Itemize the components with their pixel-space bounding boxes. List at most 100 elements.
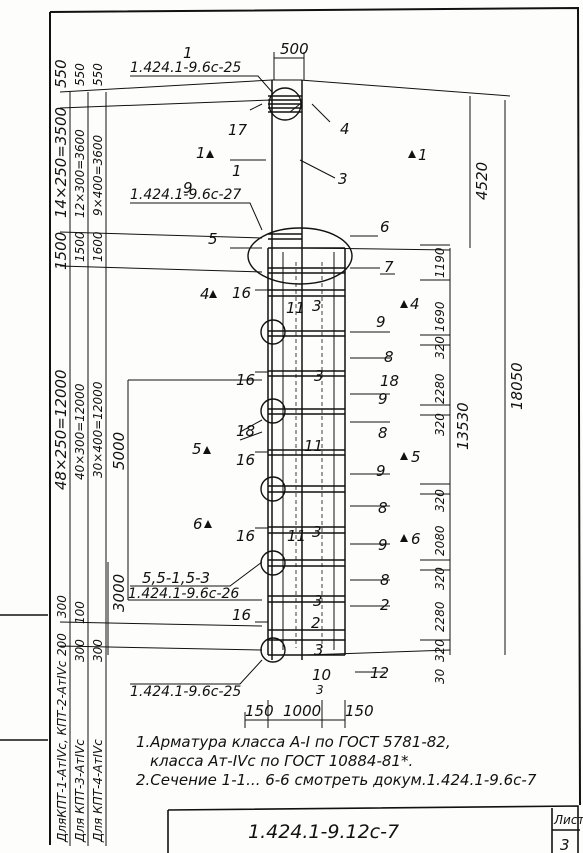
mark-label: 8: [378, 499, 388, 517]
right-dimensions: 4520 1190 1690 320 2280 320 13530 18050 …: [433, 162, 526, 684]
mark-label: 8: [378, 424, 388, 442]
mark-label: 11: [286, 299, 305, 317]
mark-label: 16: [236, 527, 255, 545]
dim-text: 320: [433, 639, 447, 662]
mark-label: 11: [287, 527, 306, 545]
ref-mark-9: 1.424.1-9.6c-27: [130, 187, 241, 203]
mark-label: 4: [340, 120, 350, 138]
stirrups: [268, 95, 345, 641]
section-label: 6: [411, 530, 421, 548]
dim-text: 300: [55, 595, 69, 618]
dim-text: 4520: [473, 162, 491, 200]
dim-text: 550: [73, 63, 87, 86]
dim-text: 550: [52, 59, 70, 88]
detail-circles: [247, 87, 353, 663]
dim-text: 2280: [433, 601, 447, 632]
dim-text: 2280: [433, 373, 447, 404]
sheet-number: 3: [560, 836, 570, 853]
dim-text: 9×400=3600: [91, 134, 105, 216]
dimension-lines: [59, 52, 511, 846]
mark-label: 1: [183, 44, 193, 62]
dim-text: 1500: [52, 232, 70, 270]
position-marks: 1 4 17 1 3 9 6 5 7 16 11 3 9 8 3 18 16 9…: [142, 44, 399, 697]
dim-text: 1500: [73, 231, 87, 262]
dim-text: ДляКПТ-1-АтIVc, КПТ-2-АтIVc: [55, 660, 69, 843]
bottom-dim-right: 150: [345, 702, 374, 720]
sheet-label: Лист: [553, 813, 583, 827]
dim-text: 300: [73, 639, 87, 662]
note-1-line-2: класса Ат-IVc по ГОСТ 10884-81*.: [150, 752, 413, 770]
mark-label: 3: [338, 170, 348, 188]
ref-mark-5: 1.424.1-9.6c-26: [128, 586, 239, 602]
mark-label: 10: [312, 666, 331, 684]
section-label: 4: [410, 295, 420, 313]
mark-label: 2: [311, 614, 321, 632]
section-label: 4: [200, 285, 210, 303]
dim-text: 18050: [508, 362, 526, 410]
left-dimensions: 550 14×250=3500 1500 48×250=12000 300 Дл…: [52, 59, 128, 843]
mark-label: 2: [380, 596, 390, 614]
dim-text: 1190: [433, 247, 447, 278]
section-label: 1: [196, 144, 206, 162]
dim-text: 30×400=12000: [91, 381, 105, 478]
leader-lines: [130, 75, 395, 685]
dim-text: Для КПТ-3-АтIVc: [73, 739, 87, 843]
mark-label: 3: [313, 592, 323, 610]
section-arrows: [203, 150, 416, 542]
bottom-dim-center: 1000: [283, 702, 321, 720]
mark-label: 1: [232, 162, 242, 180]
dim-text: 5000: [110, 432, 128, 470]
mark-label: 3: [312, 297, 322, 315]
note-2: 2.Сечение 1-1... 6-6 смотреть докум.1.42…: [136, 771, 537, 789]
dim-text: 200: [55, 633, 69, 656]
mark-label: 16: [232, 284, 251, 302]
mark-label: 9: [183, 179, 193, 197]
mark-label: 16: [232, 606, 251, 624]
dim-text: 320: [433, 336, 447, 359]
mark-label: 18: [380, 372, 399, 390]
section-label: 5: [192, 440, 202, 458]
dim-text: 320: [433, 413, 447, 436]
dim-text: 48×250=12000: [52, 369, 70, 490]
dim-text: 3000: [110, 574, 128, 612]
dim-text: 40×300=12000: [73, 383, 87, 480]
mark-label: 3: [314, 367, 324, 385]
note-1-line-1: 1.Арматура класса А-I по ГОСТ 5781-82,: [136, 733, 451, 751]
dim-text: 14×250=3500: [52, 107, 70, 218]
dim-text: 100: [73, 601, 87, 624]
mark-label: 12: [370, 664, 389, 682]
dim-text: 2080: [433, 525, 447, 556]
mark-label: 3: [314, 641, 324, 659]
mark-label: 8: [380, 571, 390, 589]
dim-text: 320: [433, 489, 447, 512]
ref-mark-3: 1.424.1-9.6c-25: [130, 684, 241, 700]
dim-text: 13530: [454, 402, 472, 450]
dim-text: 1690: [433, 301, 447, 332]
section-labels: 1 1 4 4 5 5 6 6: [192, 144, 428, 548]
mark-label: 5: [208, 230, 218, 248]
section-label: 1: [418, 146, 428, 164]
mark-label: 5,5-1,5-3: [142, 569, 210, 587]
dim-text: 30: [433, 668, 447, 684]
drawing-code: 1.424.1-9.12c-7: [248, 821, 399, 843]
mark-label: 3: [316, 683, 324, 697]
mark-label: 17: [228, 121, 248, 139]
dim-text: 550: [91, 63, 105, 86]
mark-label: 16: [236, 451, 255, 469]
mark-label: 16: [236, 371, 255, 389]
section-label: 6: [193, 515, 203, 533]
section-label: 5: [411, 448, 421, 466]
mark-label: 6: [380, 218, 390, 236]
mark-label: 9: [376, 313, 386, 331]
top-width-dimension: 500: [280, 40, 309, 58]
mark-label: 3: [312, 523, 322, 541]
dim-text: 12×300=3600: [73, 129, 87, 218]
mark-label: 9: [376, 462, 386, 480]
dim-text: 320: [433, 567, 447, 590]
dim-text: 1600: [91, 231, 105, 262]
mark-label: 18: [236, 422, 255, 440]
dim-text: 300: [91, 639, 105, 662]
mark-label: 7: [384, 258, 394, 276]
